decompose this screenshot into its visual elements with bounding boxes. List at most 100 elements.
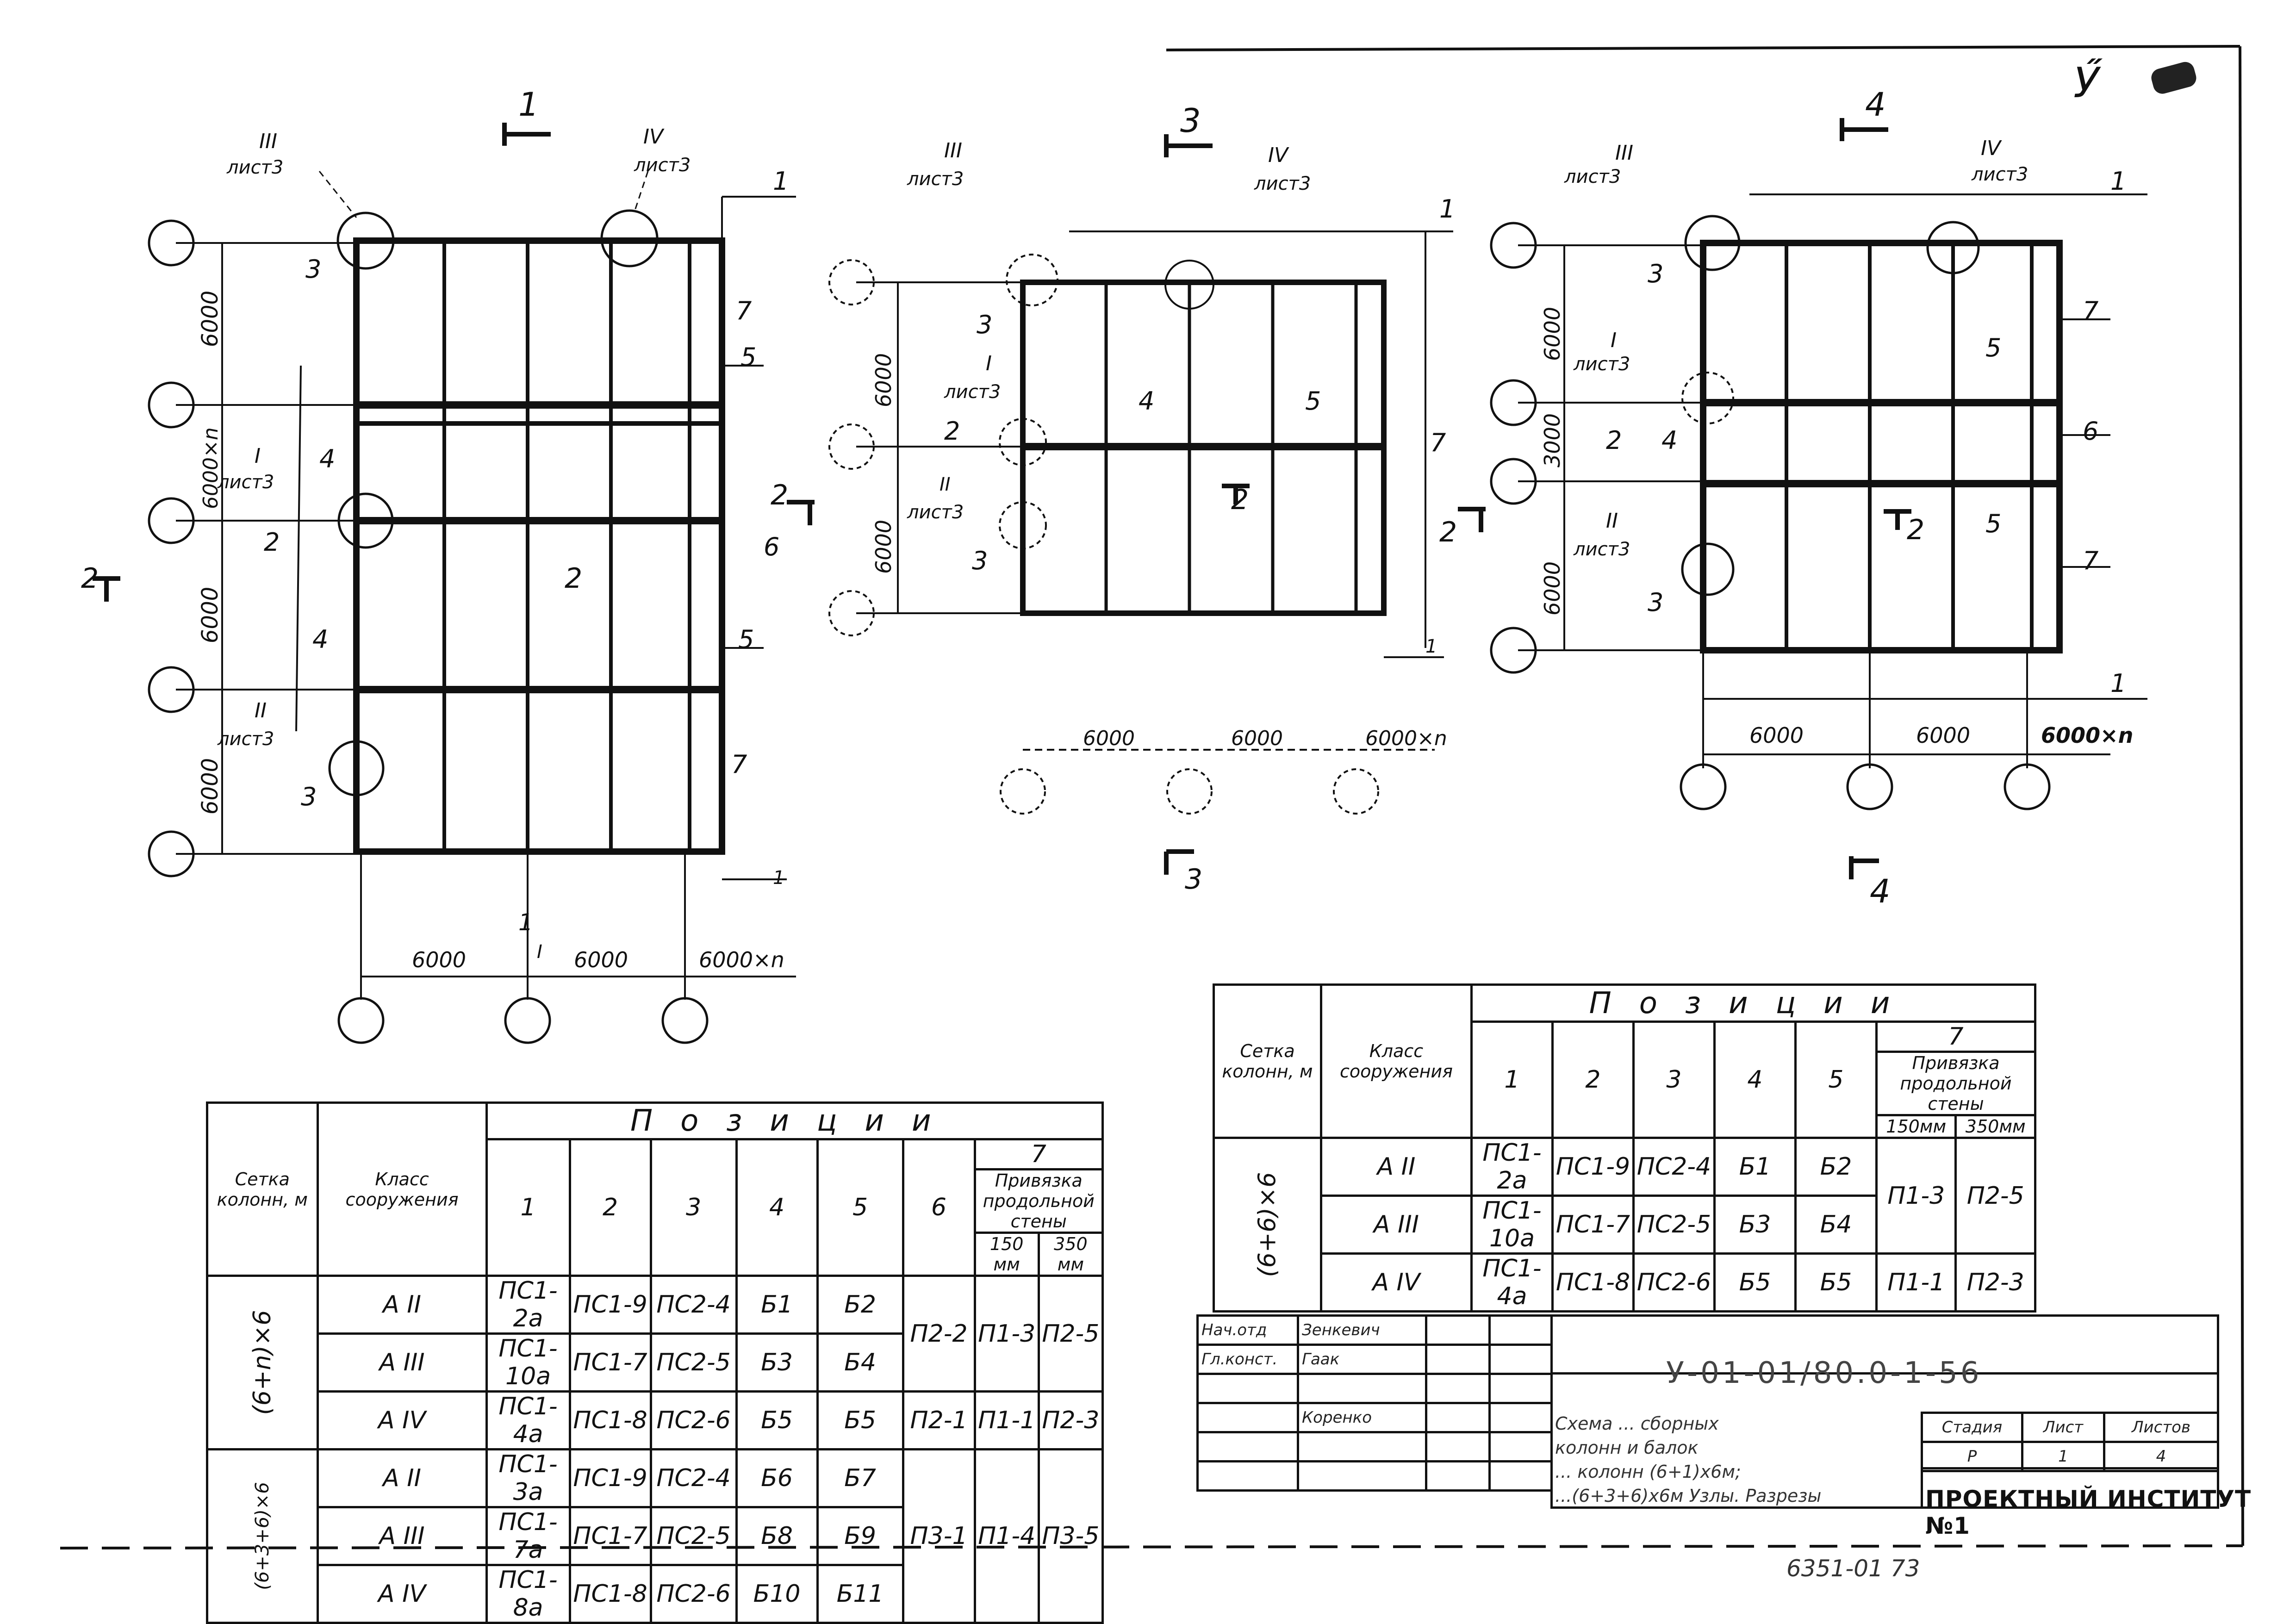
callout-IV-num: IV bbox=[643, 125, 665, 149]
pos7b-cell: П2-3 bbox=[1037, 1390, 1104, 1450]
dim-v-3: 6000 bbox=[197, 587, 223, 643]
pos7b-cell: П2-3 bbox=[1954, 1252, 2036, 1313]
stage-value: Р bbox=[1921, 1441, 2023, 1472]
title-line: ... колонн (6+1)х6м; bbox=[1555, 1462, 1741, 1482]
header-col7-sub: Привязка продольной стены 150 мм 350 мм bbox=[973, 1168, 1104, 1277]
header-col: 3 bbox=[649, 1138, 738, 1277]
dim-v-1: 6000 bbox=[1540, 307, 1565, 361]
header-class: Класс сооружения bbox=[1319, 983, 1473, 1139]
pos1-cell: ПС1-10а bbox=[485, 1332, 571, 1393]
pos-label: 5 bbox=[738, 625, 754, 654]
pos1-cell: ПС1-4а bbox=[1470, 1252, 1554, 1313]
pos5-cell: Б5 bbox=[816, 1390, 904, 1450]
pos-label: 1 bbox=[773, 167, 789, 196]
dim-v-1: 6000 bbox=[871, 353, 896, 407]
title-text: Схема ... сборных колонн и балок ... кол… bbox=[1555, 1412, 1916, 1508]
callout-IV-num: IV bbox=[1268, 143, 1289, 167]
header-class: Класс сооружения bbox=[316, 1101, 488, 1277]
header-col: 6 bbox=[902, 1138, 976, 1277]
callout-IV-ref: лист3 bbox=[634, 155, 691, 176]
plan-1 bbox=[93, 123, 815, 1044]
sig-date bbox=[1488, 1431, 1553, 1462]
pos3-cell: ПС2-4 bbox=[649, 1448, 738, 1508]
sig-sign bbox=[1425, 1314, 1491, 1346]
pos-label: 7 bbox=[1430, 428, 1446, 457]
sig-date bbox=[1488, 1373, 1553, 1404]
pos-label: 6 bbox=[2083, 417, 2098, 446]
callout-I-num: I bbox=[986, 352, 992, 375]
dim-h-2: 6000 bbox=[574, 947, 628, 972]
pos-label: 3 bbox=[1648, 259, 1663, 288]
callout-IV-ref: лист3 bbox=[1971, 164, 2028, 185]
title-line: Схема ... сборных bbox=[1555, 1413, 1719, 1434]
sig-date bbox=[1488, 1402, 1553, 1433]
class-cell: А IV bbox=[1319, 1252, 1473, 1313]
pos1-cell: ПС1-2а bbox=[1470, 1137, 1554, 1197]
sig-sign bbox=[1425, 1431, 1491, 1462]
dim-v-4: 6000 bbox=[197, 758, 223, 815]
sheet-border bbox=[60, 45, 2244, 1549]
class-cell: А IV bbox=[316, 1390, 488, 1450]
dim-h-1: 6000 bbox=[1749, 723, 1804, 748]
title-line: ...(6+3+6)х6м Узлы. Разрезы bbox=[1555, 1486, 1822, 1506]
pos3-cell: ПС2-6 bbox=[1632, 1252, 1716, 1313]
pos4-cell: Б3 bbox=[1713, 1195, 1797, 1255]
callout-IV-num: IV bbox=[1981, 137, 2002, 160]
sig-name: Гаак bbox=[1297, 1344, 1427, 1375]
grid-value-text: (6+6)×6 bbox=[1253, 1172, 1282, 1277]
section-mark-1-bottom: 1 bbox=[518, 909, 533, 936]
callout-I-ref: лист3 bbox=[217, 472, 274, 493]
pos4-cell: Б1 bbox=[1713, 1137, 1797, 1197]
sig-role: Нач.отд bbox=[1196, 1314, 1299, 1346]
pos-label: 4 bbox=[312, 625, 328, 654]
callout-I-ref: лист3 bbox=[944, 381, 1001, 403]
doc-code: У-01-01/80.0-1-56 bbox=[1666, 1356, 1982, 1390]
section-mark-2-left: 2 bbox=[81, 562, 99, 595]
pos1-cell: ПС1-3а bbox=[485, 1448, 571, 1508]
pos-label: 7 bbox=[736, 296, 752, 325]
pos5-cell: Б4 bbox=[1794, 1195, 1878, 1255]
pos-label: 4 bbox=[1139, 386, 1154, 416]
pos5-cell: Б5 bbox=[1794, 1252, 1878, 1313]
header-positions: Позиции bbox=[485, 1101, 1104, 1140]
header-positions: Позиции bbox=[1470, 983, 2037, 1023]
pos6-cell: П2-2 bbox=[902, 1275, 976, 1393]
callout-II-num: II bbox=[255, 699, 267, 722]
class-cell: А IV bbox=[316, 1564, 488, 1624]
class-cell: А III bbox=[316, 1506, 488, 1566]
plan-3 bbox=[1490, 118, 2147, 879]
pos-label: 3 bbox=[305, 255, 321, 284]
section-mark-2-center: 2 bbox=[1231, 484, 1249, 516]
sheet-label: Лист bbox=[2021, 1412, 2105, 1443]
sig-date bbox=[1488, 1314, 1553, 1346]
sig-date bbox=[1488, 1460, 1553, 1492]
pos3-cell: ПС2-5 bbox=[1632, 1195, 1716, 1255]
pos7a-cell: П1-3 bbox=[973, 1275, 1040, 1393]
pos-label: 5 bbox=[740, 342, 756, 372]
bottom-number: 6351-01 73 bbox=[1786, 1555, 1920, 1582]
pos5-cell: Б4 bbox=[816, 1332, 904, 1393]
pos4-cell: Б5 bbox=[735, 1390, 819, 1450]
header-col: 4 bbox=[1713, 1020, 1797, 1139]
sig-name: Зенкевич bbox=[1297, 1314, 1427, 1346]
callout-III-ref: лист3 bbox=[226, 157, 283, 178]
callout-III-ref: лист3 bbox=[1564, 166, 1621, 187]
pos-label: 3 bbox=[301, 782, 317, 811]
dim-v-3: 6000 bbox=[1540, 561, 1565, 616]
plan-2 bbox=[828, 134, 1486, 875]
pos-label: 1 bbox=[2110, 669, 2126, 698]
header-col7b: 350 мм bbox=[1054, 1234, 1088, 1275]
pos5-cell: Б2 bbox=[816, 1275, 904, 1335]
callout-I-num: I bbox=[255, 444, 261, 468]
pos-label: 6 bbox=[764, 532, 779, 561]
callout-II-ref: лист3 bbox=[907, 502, 964, 523]
section-mark-1-top: 1 bbox=[518, 86, 539, 124]
sig-sign bbox=[1425, 1373, 1491, 1404]
pos-label: 1 bbox=[1425, 636, 1437, 657]
sig-sign bbox=[1425, 1460, 1491, 1492]
pos4-cell: Б3 bbox=[735, 1332, 819, 1393]
pos2-cell: ПС1-7 bbox=[568, 1332, 652, 1393]
pos7a-cell: П1-3 bbox=[1875, 1137, 1957, 1255]
section-mark-2-center: 2 bbox=[1907, 514, 1924, 546]
pos-label: I bbox=[537, 941, 542, 963]
